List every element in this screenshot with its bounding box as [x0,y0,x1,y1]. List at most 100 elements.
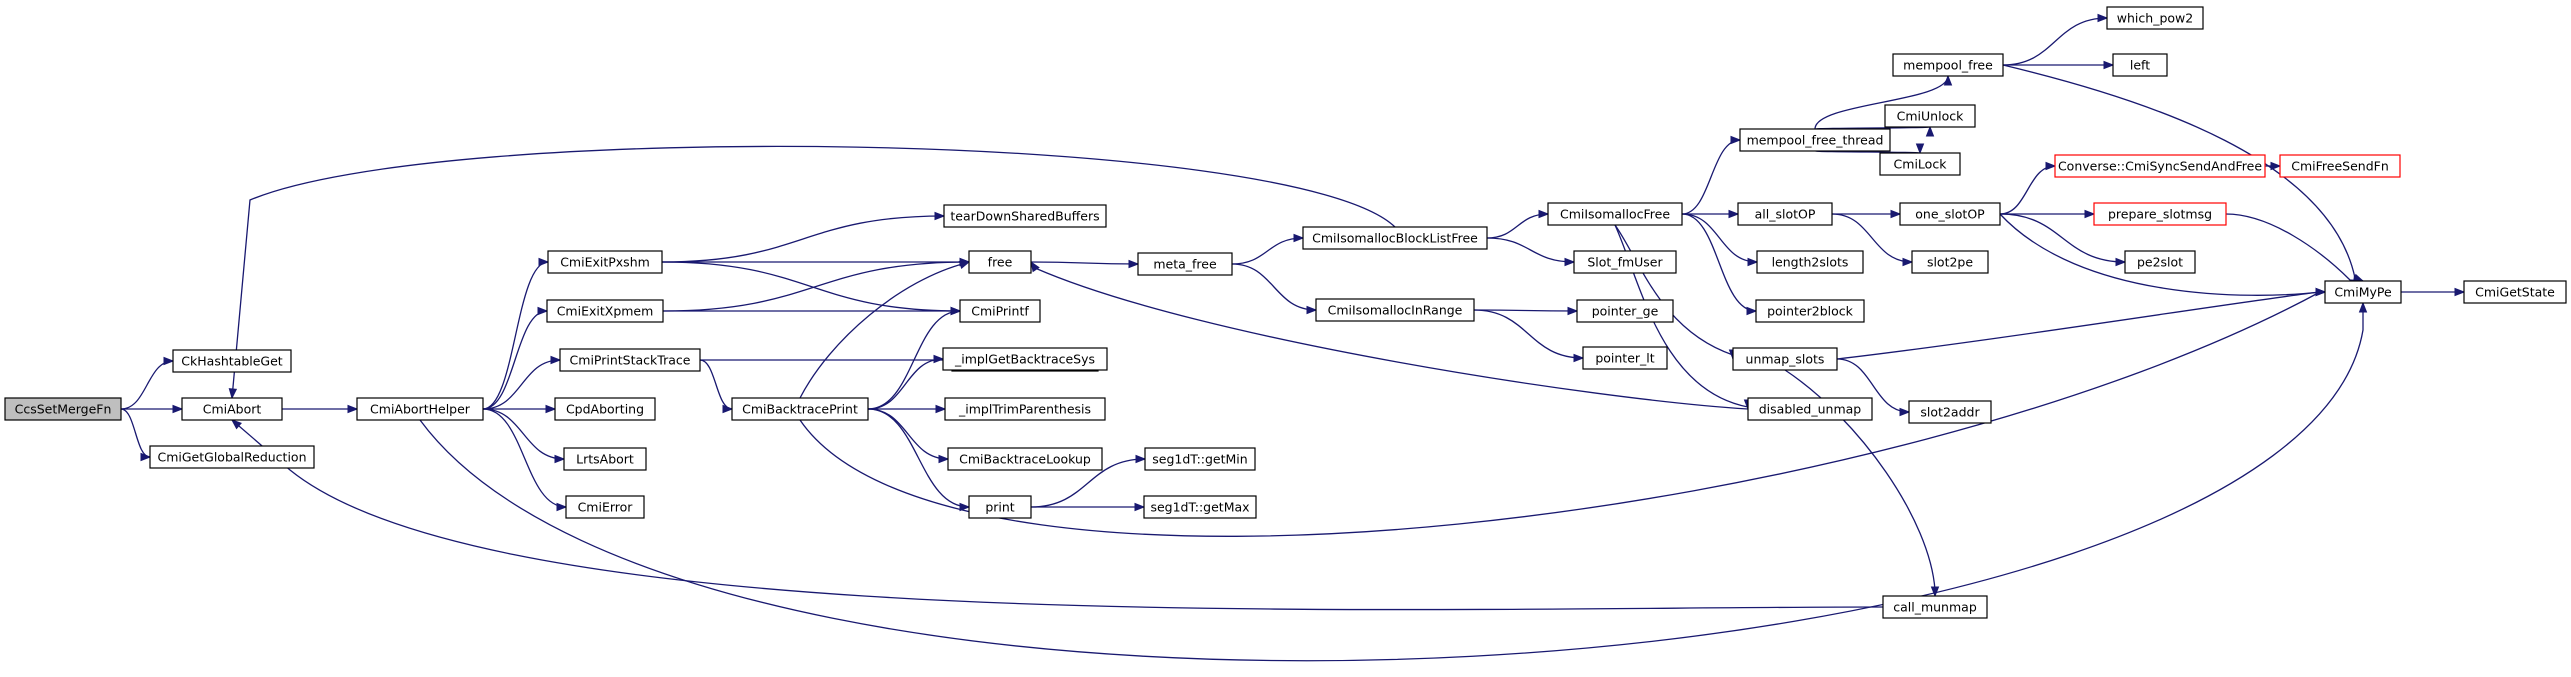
node-mempool_free[interactable]: mempool_free [1892,53,2004,77]
node-CmiUnlock[interactable]: CmiUnlock [1884,104,1976,128]
node-CmiPrintf[interactable]: CmiPrintf [959,299,1041,323]
node-CmiIsomallocInRange[interactable]: CmiIsomallocInRange [1315,298,1475,322]
edge-CmiIsomallocFree-to-unmap_slots [1614,224,1738,361]
node-box [565,495,645,519]
node-pointer_ge[interactable]: pointer_ge [1576,299,1674,323]
node-pointer_lt[interactable]: pointer_lt [1582,346,1668,370]
node-tearDownSharedBuffers[interactable]: tearDownSharedBuffers [943,204,1107,228]
node-pointer2block[interactable]: pointer2block [1755,299,1865,323]
node-label: CmiIsomallocFree [1560,207,1670,222]
node-label: CmiFreeSendFn [2291,159,2389,174]
node-print[interactable]: print [968,495,1032,519]
node-free[interactable]: free [968,250,1032,274]
node-Slot_fmUser[interactable]: Slot_fmUser [1573,250,1677,274]
edge-CmiIsomallocBlockListFree-to-CmiIsomallocFree [1486,209,1550,239]
edge-CmiExitPxshm-to-tearDownSharedBuffers [661,211,946,263]
node-label: call_munmap [1893,600,1977,615]
node-label: slot2addr [1920,405,1980,420]
node-label: pointer_ge [1592,304,1659,319]
node-box [1302,226,1488,250]
node-label: length2slots [1772,255,1849,270]
node-pe2slot[interactable]: pe2slot [2124,250,2196,274]
node-box [559,348,701,372]
node-CmiMyPe[interactable]: CmiMyPe [2324,280,2402,304]
node-label: pointer_lt [1595,351,1654,366]
node-box [2106,6,2204,30]
edge-unmap_slots-to-CmiMyPe [1836,287,2327,360]
node-label: tearDownSharedBuffers [950,209,1099,224]
node-unmap_slots[interactable]: unmap_slots [1732,347,1838,371]
node-seg1dTgetMax[interactable]: seg1dT::getMax [1143,495,1257,519]
edge-meta_free-to-CmiIsomallocInRange [1231,263,1318,315]
node-CmiGetState[interactable]: CmiGetState [2463,280,2567,304]
node-label: pe2slot [2137,255,2183,270]
node-box [1892,53,2004,77]
node-all_slotOP[interactable]: all_slotOP [1737,202,1833,226]
node-box [968,250,1032,274]
edge-mempool_free-to-left [2003,60,2115,70]
node-CmiBacktracePrint[interactable]: CmiBacktracePrint [731,397,869,421]
node-meta_free[interactable]: meta_free [1137,252,1233,276]
node-CmiGetGlobalReduction[interactable]: CmiGetGlobalReduction [149,445,315,469]
node-box [1143,495,1257,519]
edge-all_slotOP-to-one_slotOP [1832,209,1902,219]
node-box [1755,299,1865,323]
edge-CmiAbortHelper-to-CmiExitPxshm [482,257,550,410]
node-box [2093,202,2227,226]
node-box [547,250,663,274]
node-one_slotOP[interactable]: one_slotOP [1899,202,2001,226]
node-CmiPrintStackTrace[interactable]: CmiPrintStackTrace [559,348,701,372]
node-label: CmiIsomallocBlockListFree [1312,231,1478,246]
node-CmiExitXpmem[interactable]: CmiExitXpmem [546,299,664,323]
node-box [1315,298,1475,322]
node-CkHashtableGet[interactable]: CkHashtableGet [172,349,292,373]
node-CpdAborting[interactable]: CpdAborting [554,397,656,421]
node-box [563,447,647,471]
node-CmiSyncSendAndFree[interactable]: Converse::CmiSyncSendAndFree [2054,154,2266,178]
edge-unmap_slots-to-slot2addr [1836,358,1911,417]
edge-CmiAbortHelper-to-CmiMyPe [419,301,2368,662]
edge-CmiBacktracePrint-to-print [867,408,971,512]
node-CmiBacktraceLookup[interactable]: CmiBacktraceLookup [947,447,1103,471]
node-CmiFreeSendFn[interactable]: CmiFreeSendFn [2279,154,2401,178]
node-CmiAbort[interactable]: CmiAbort [181,397,283,421]
edge-CmiBacktracePrint-to-implGetBacktraceSys [867,354,945,410]
node-slot2addr[interactable]: slot2addr [1908,400,1992,424]
edge-CmiAbortHelper-to-CmiPrintStackTrace [482,355,562,410]
node-label: all_slotOP [1755,207,1816,222]
node-label: CpdAborting [566,402,644,417]
node-LrtsAbort[interactable]: LrtsAbort [563,447,647,471]
node-which_pow2[interactable]: which_pow2 [2106,6,2204,30]
node-box [4,397,122,421]
node-box [356,397,484,421]
node-CcsSetMergeFn[interactable]: CcsSetMergeFn [4,397,122,421]
node-call_munmap[interactable]: call_munmap [1882,595,1988,619]
node-CmiIsomallocFree[interactable]: CmiIsomallocFree [1547,202,1683,226]
node-slot2pe[interactable]: slot2pe [1911,250,1989,274]
node-length2slots[interactable]: length2slots [1756,250,1864,274]
node-box [172,349,292,373]
node-box [2279,154,2401,178]
node-box [2124,250,2196,274]
node-CmiError[interactable]: CmiError [565,495,645,519]
node-label: CmiLock [1894,157,1948,172]
node-left[interactable]: left [2112,53,2168,77]
node-CmiExitPxshm[interactable]: CmiExitPxshm [547,250,663,274]
node-CmiAbortHelper[interactable]: CmiAbortHelper [356,397,484,421]
node-implGetBacktraceSys[interactable]: _implGetBacktraceSys [942,347,1108,371]
node-box [2054,154,2266,178]
node-box [968,495,1032,519]
node-disabled_unmap[interactable]: disabled_unmap [1747,397,1873,421]
node-mempool_free_thread[interactable]: mempool_free_thread [1739,128,1891,152]
node-seg1dTgetMin[interactable]: seg1dT::getMin [1144,447,1256,471]
edge-CmiIsomallocFree-to-pointer2block [1681,213,1758,316]
node-box [1576,299,1674,323]
node-prepare_slotmsg[interactable]: prepare_slotmsg [2093,202,2227,226]
node-CmiIsomallocBlockListFree[interactable]: CmiIsomallocBlockListFree [1302,226,1488,250]
node-implTrimParenthesis[interactable]: _implTrimParenthesis [944,397,1106,421]
node-label: slot2pe [1927,255,1973,270]
node-CmiLock[interactable]: CmiLock [1879,152,1961,176]
edge-CmiAbortHelper-to-CmiExitXpmem [482,306,549,410]
node-box [1582,346,1668,370]
